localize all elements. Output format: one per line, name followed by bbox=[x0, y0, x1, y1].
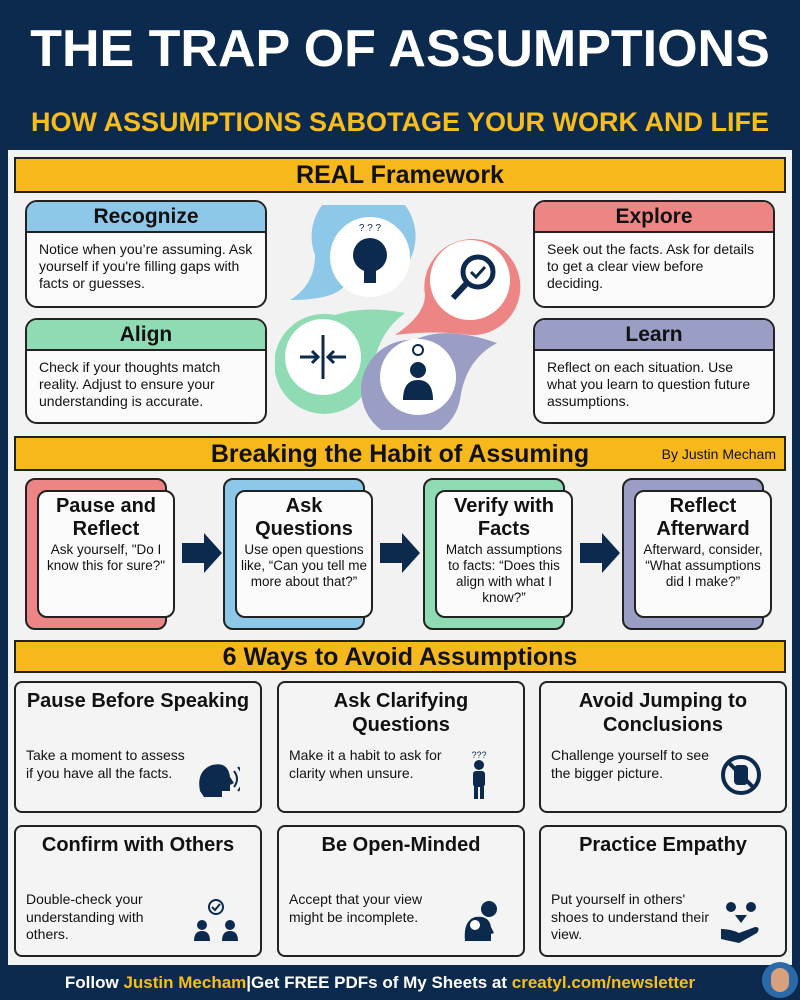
tip-text: Accept that your view might be incomplet… bbox=[289, 891, 423, 925]
people-check-icon bbox=[194, 899, 238, 941]
footer-follow: Follow bbox=[64, 973, 119, 992]
tip-title: Pause Before Speaking bbox=[26, 690, 250, 712]
tip-card: Be Open-Minded Accept that your view mig… bbox=[277, 825, 525, 957]
tip-text: Double-check your understanding with oth… bbox=[26, 891, 144, 942]
footer-cta: Get FREE PDFs of My Sheets at bbox=[251, 973, 508, 992]
step-content: Ask Questions Use open questions like, “… bbox=[235, 490, 373, 618]
step-title: Reflect Afterward bbox=[656, 495, 750, 540]
card-title: Recognize bbox=[27, 202, 265, 233]
footer: Follow Justin Mecham|Get FREE PDFs of My… bbox=[0, 965, 760, 1000]
tip-card: Pause Before Speaking Take a moment to a… bbox=[14, 681, 262, 813]
card-align: Align Check if your thoughts match reali… bbox=[25, 318, 267, 424]
tip-card: Practice Empathy Put yourself in others'… bbox=[539, 825, 787, 957]
step-text: Match assumptions to facts: “Does this a… bbox=[445, 542, 563, 605]
tip-title: Ask Clarifying Questions bbox=[333, 690, 469, 736]
tip-card: Confirm with Others Double-check your un… bbox=[14, 825, 262, 957]
arrow-right-icon bbox=[380, 533, 420, 573]
ways-header: 6 Ways to Avoid Assumptions bbox=[14, 640, 786, 673]
empathy-hand-icon bbox=[721, 902, 759, 943]
byline: By Justin Mecham bbox=[661, 446, 776, 462]
stop-hand-icon bbox=[721, 755, 761, 795]
tip-text: Challenge yourself to see the bigger pic… bbox=[551, 747, 709, 781]
tip-title: Confirm with Others bbox=[41, 834, 235, 856]
svg-text:???: ??? bbox=[471, 751, 486, 760]
tip-card: Avoid Jumping to Conclusions Challenge y… bbox=[539, 681, 787, 813]
open-mind-icon bbox=[464, 901, 497, 941]
card-title: Learn bbox=[535, 320, 773, 351]
author-avatar bbox=[762, 962, 798, 998]
framework-icons: ? ? ? bbox=[275, 205, 521, 430]
card-recognize: Recognize Notice when you’re assuming. A… bbox=[25, 200, 267, 308]
card-text: Seek out the facts. Ask for details to g… bbox=[547, 241, 754, 291]
arrow-right-icon bbox=[182, 533, 222, 573]
tip-title: Be Open-Minded bbox=[321, 834, 481, 856]
step-text: Use open questions like, “Can you tell m… bbox=[240, 542, 368, 589]
step-title: Verify with Facts bbox=[453, 495, 555, 540]
arrow-right-icon bbox=[580, 533, 620, 573]
habit-header: Breaking the Habit of Assuming By Justin… bbox=[14, 436, 786, 471]
card-title: Explore bbox=[535, 202, 773, 233]
step-title: Pause and Reflect bbox=[55, 495, 157, 540]
page-title: THE TRAP OF ASSUMPTIONS bbox=[30, 20, 770, 78]
step-content: Verify with Facts Match assumptions to f… bbox=[435, 490, 573, 618]
person-question-icon: ??? bbox=[471, 751, 487, 799]
lightbulb-brain-icon: ? ? ? bbox=[290, 205, 416, 300]
step-title: Ask Questions bbox=[255, 495, 353, 540]
tip-text: Take a moment to assess if you have all … bbox=[26, 747, 185, 781]
step-content: Pause and Reflect Ask yourself, "Do I kn… bbox=[37, 490, 175, 618]
author-link[interactable]: Justin Mecham bbox=[123, 973, 247, 992]
tip-title: Avoid Jumping to Conclusions bbox=[578, 690, 748, 736]
step-text: Ask yourself, "Do I know this for sure?" bbox=[46, 542, 166, 573]
card-title: Align bbox=[27, 320, 265, 351]
svg-text:? ? ?: ? ? ? bbox=[359, 223, 382, 234]
framework-header: REAL Framework bbox=[14, 157, 786, 193]
newsletter-link[interactable]: creatyl.com/newsletter bbox=[511, 973, 696, 992]
card-text: Check if your thoughts match reality. Ad… bbox=[39, 359, 221, 409]
tip-text: Put yourself in others' shoes to underst… bbox=[551, 891, 709, 942]
align-arrows-icon bbox=[275, 309, 405, 414]
step-text: Afterward, consider, “What assumptions d… bbox=[643, 542, 763, 589]
speaking-head-icon bbox=[199, 764, 240, 797]
tip-card: Ask Clarifying Questions Make it a habit… bbox=[277, 681, 525, 813]
tip-text: Make it a habit to ask for clarity when … bbox=[289, 747, 442, 781]
step-content: Reflect Afterward Afterward, consider, “… bbox=[634, 490, 772, 618]
magnifier-check-icon bbox=[395, 239, 521, 336]
tip-title: Practice Empathy bbox=[579, 834, 747, 856]
card-learn: Learn Reflect on each situation. Use wha… bbox=[533, 318, 775, 424]
footer-separator: | bbox=[246, 973, 252, 992]
page-subtitle: HOW ASSUMPTIONS SABOTAGE YOUR WORK AND L… bbox=[30, 107, 769, 137]
learner-icon bbox=[361, 333, 497, 430]
card-explore: Explore Seek out the facts. Ask for deta… bbox=[533, 200, 775, 308]
card-text: Notice when you’re assuming. Ask yoursel… bbox=[39, 241, 253, 291]
card-text: Reflect on each situation. Use what you … bbox=[547, 359, 751, 409]
